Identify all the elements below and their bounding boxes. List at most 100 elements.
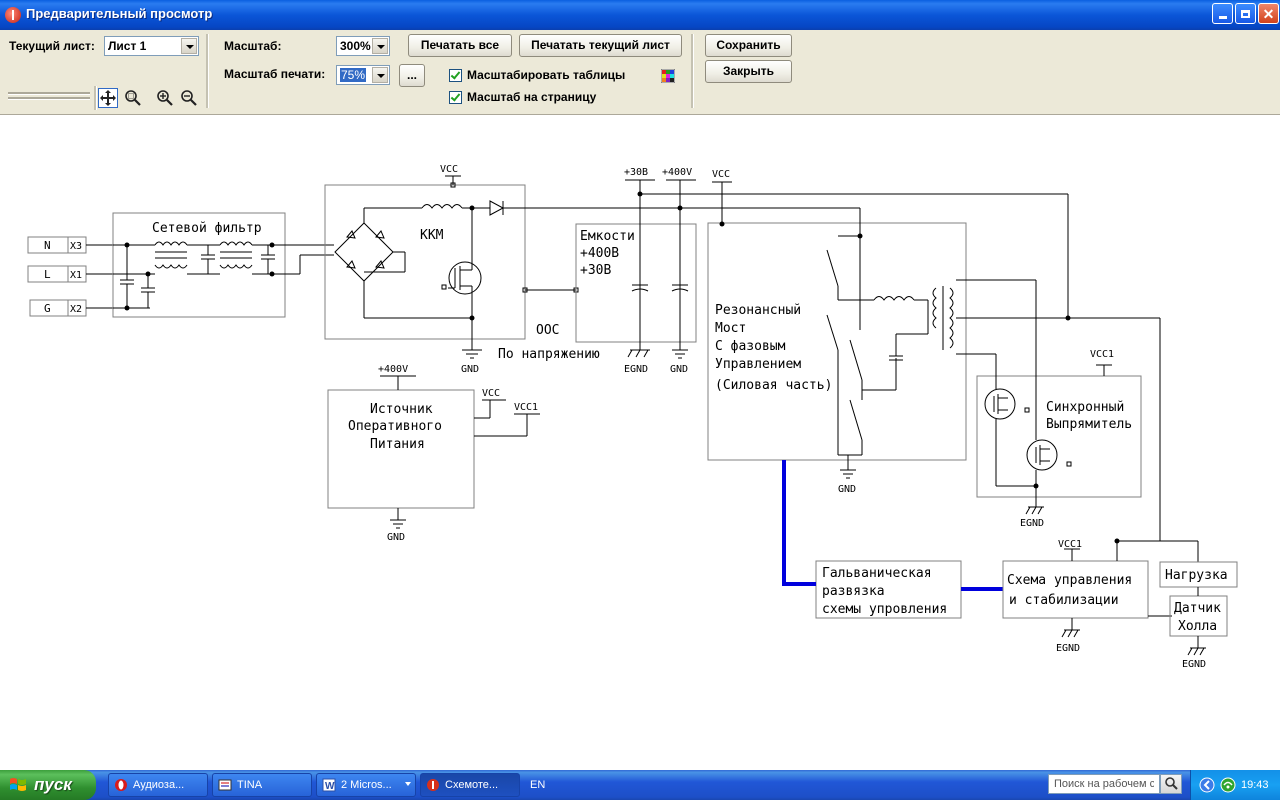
resonant-label-1: Резонансный bbox=[715, 303, 801, 318]
toolbar-separator bbox=[94, 86, 97, 110]
back-arrow-icon[interactable] bbox=[1199, 777, 1215, 793]
print-scale-options-button[interactable]: ... bbox=[399, 64, 425, 87]
print-current-sheet-button[interactable]: Печатать текущий лист bbox=[519, 34, 682, 57]
sync-label-1: Синхронный bbox=[1046, 400, 1124, 415]
feedback-label-1: ООС bbox=[536, 323, 559, 338]
chevron-down-icon[interactable] bbox=[372, 38, 388, 54]
app-icon[interactable] bbox=[5, 7, 21, 23]
capacitors-label-1: Емкости bbox=[580, 229, 635, 244]
schematic-diagram: N X3 L X1 G X2 Сетевой фильтр ККМ Емкост… bbox=[27, 164, 1238, 670]
net-vcc1-control: VCC1 bbox=[1058, 539, 1082, 550]
print-all-button[interactable]: Печатать все bbox=[408, 34, 512, 57]
minimize-icon bbox=[1218, 16, 1227, 19]
fit-page-checkbox[interactable] bbox=[449, 91, 462, 104]
taskbar-item-audio[interactable]: Аудиоза... bbox=[108, 773, 208, 797]
net-plus30: +30В bbox=[624, 167, 648, 178]
print-scale-label: Масштаб печати: bbox=[224, 67, 326, 81]
aux-label-2: Оперативного bbox=[348, 419, 442, 434]
net-egnd-control: EGND bbox=[1056, 643, 1080, 654]
scale-select[interactable]: 300% bbox=[336, 36, 390, 56]
connector-l-ref: X1 bbox=[70, 270, 82, 281]
galvanic-label-2: развязка bbox=[822, 584, 885, 599]
net-vcc-bridge: VCC bbox=[712, 169, 730, 180]
toolbar-separator bbox=[206, 34, 209, 108]
load-label: Нагрузка bbox=[1165, 568, 1228, 583]
search-button[interactable] bbox=[1160, 774, 1182, 794]
zoom-slider-track[interactable] bbox=[8, 92, 90, 95]
title-bar: Предварительный просмотр ✕ bbox=[0, 0, 1280, 30]
maximize-button[interactable] bbox=[1235, 3, 1256, 24]
system-tray: 19:43 bbox=[1190, 770, 1280, 800]
pfc-block bbox=[324, 184, 526, 340]
close-icon: ✕ bbox=[1262, 5, 1275, 22]
galvanic-label-1: Гальваническая bbox=[822, 566, 932, 581]
current-sheet-label: Текущий лист: bbox=[9, 39, 95, 53]
close-button[interactable]: Закрыть bbox=[705, 60, 792, 83]
language-indicator[interactable]: EN bbox=[530, 779, 546, 791]
net-plus400: +400V bbox=[662, 167, 692, 178]
restore-icon bbox=[1241, 9, 1250, 18]
opera-icon bbox=[115, 779, 127, 791]
network-filter-block bbox=[112, 212, 286, 318]
chevron-down-icon[interactable] bbox=[181, 38, 197, 54]
control-label-2: и стабилизации bbox=[1009, 593, 1119, 608]
search-placeholder: Поиск на рабочем ст bbox=[1054, 778, 1154, 790]
scale-tables-label: Масштабировать таблицы bbox=[467, 68, 626, 82]
zoom-in-icon[interactable] bbox=[155, 88, 175, 108]
word-icon: W bbox=[322, 778, 336, 792]
current-sheet-select[interactable]: Лист 1 bbox=[104, 36, 199, 56]
connector-l-label: L bbox=[44, 268, 51, 281]
control-label-1: Схема управления bbox=[1007, 573, 1132, 588]
network-filter-label: Сетевой фильтр bbox=[152, 221, 262, 236]
print-scale-select[interactable]: 75% bbox=[336, 65, 390, 85]
sync-rectifier-block bbox=[976, 375, 1142, 498]
pfc-label: ККМ bbox=[420, 228, 444, 243]
net-vcc-pfc: VCC bbox=[440, 164, 458, 175]
capacitors-label-3: +30В bbox=[580, 263, 611, 278]
tina-icon bbox=[218, 779, 232, 791]
net-vcc1-sync: VCC1 bbox=[1090, 349, 1114, 360]
resonant-label-4: Управлением bbox=[715, 357, 801, 372]
taskbar-item-label: Схемоте... bbox=[445, 779, 499, 791]
minimize-button[interactable] bbox=[1212, 3, 1233, 24]
windows-logo-icon bbox=[10, 778, 26, 791]
print-scale-value[interactable]: 75% bbox=[340, 68, 367, 82]
toolbar-separator bbox=[691, 34, 694, 108]
aux-label-3: Питания bbox=[370, 437, 425, 452]
resonant-label-5: (Силовая часть) bbox=[715, 378, 832, 393]
start-button[interactable]: пуск bbox=[0, 770, 96, 800]
zoom-area-icon[interactable] bbox=[123, 88, 143, 108]
net-gnd-pfc: GND bbox=[461, 364, 479, 375]
chevron-down-icon bbox=[405, 782, 411, 786]
close-window-button[interactable]: ✕ bbox=[1258, 3, 1279, 24]
net-egnd-caps: EGND bbox=[624, 364, 648, 375]
net-vcc1-aux: VCC1 bbox=[514, 402, 538, 413]
net-gnd-bridge: GND bbox=[838, 484, 856, 495]
desktop-search-input[interactable]: Поиск на рабочем ст bbox=[1048, 774, 1160, 794]
hall-label-1: Датчик bbox=[1174, 601, 1221, 616]
taskbar-item-tina[interactable]: TINA bbox=[212, 773, 312, 797]
scale-tables-checkbox[interactable] bbox=[449, 69, 462, 82]
taskbar: пуск Аудиоза... TINA W 2 Micros... Схемо… bbox=[0, 770, 1280, 800]
preview-canvas[interactable]: N X3 L X1 G X2 Сетевой фильтр ККМ Емкост… bbox=[0, 115, 1280, 770]
aux-power-block bbox=[327, 389, 475, 509]
zoom-out-icon[interactable] bbox=[179, 88, 199, 108]
isolation-bus bbox=[782, 460, 816, 586]
scale-value: 300% bbox=[340, 39, 371, 53]
pan-icon[interactable] bbox=[98, 88, 118, 108]
feedback-label-2: По напряжению bbox=[498, 347, 600, 362]
zoom-slider-track-lower bbox=[8, 97, 90, 100]
taskbar-item-schematic[interactable]: Схемоте... bbox=[420, 773, 520, 797]
aux-label-1: Источник bbox=[370, 402, 433, 417]
net-gnd-aux: GND bbox=[387, 532, 405, 543]
taskbar-item-word[interactable]: W 2 Micros... bbox=[316, 773, 416, 797]
save-button[interactable]: Сохранить bbox=[705, 34, 792, 57]
clock[interactable]: 19:43 bbox=[1241, 779, 1269, 791]
net-egnd-sync: EGND bbox=[1020, 518, 1044, 529]
chevron-down-icon[interactable] bbox=[372, 67, 388, 83]
schematic-app-icon bbox=[427, 779, 439, 791]
resonant-bridge-block bbox=[707, 222, 967, 461]
network-status-icon[interactable] bbox=[1219, 776, 1237, 794]
color-palette-icon[interactable] bbox=[661, 69, 675, 83]
window-title: Предварительный просмотр bbox=[26, 6, 213, 21]
